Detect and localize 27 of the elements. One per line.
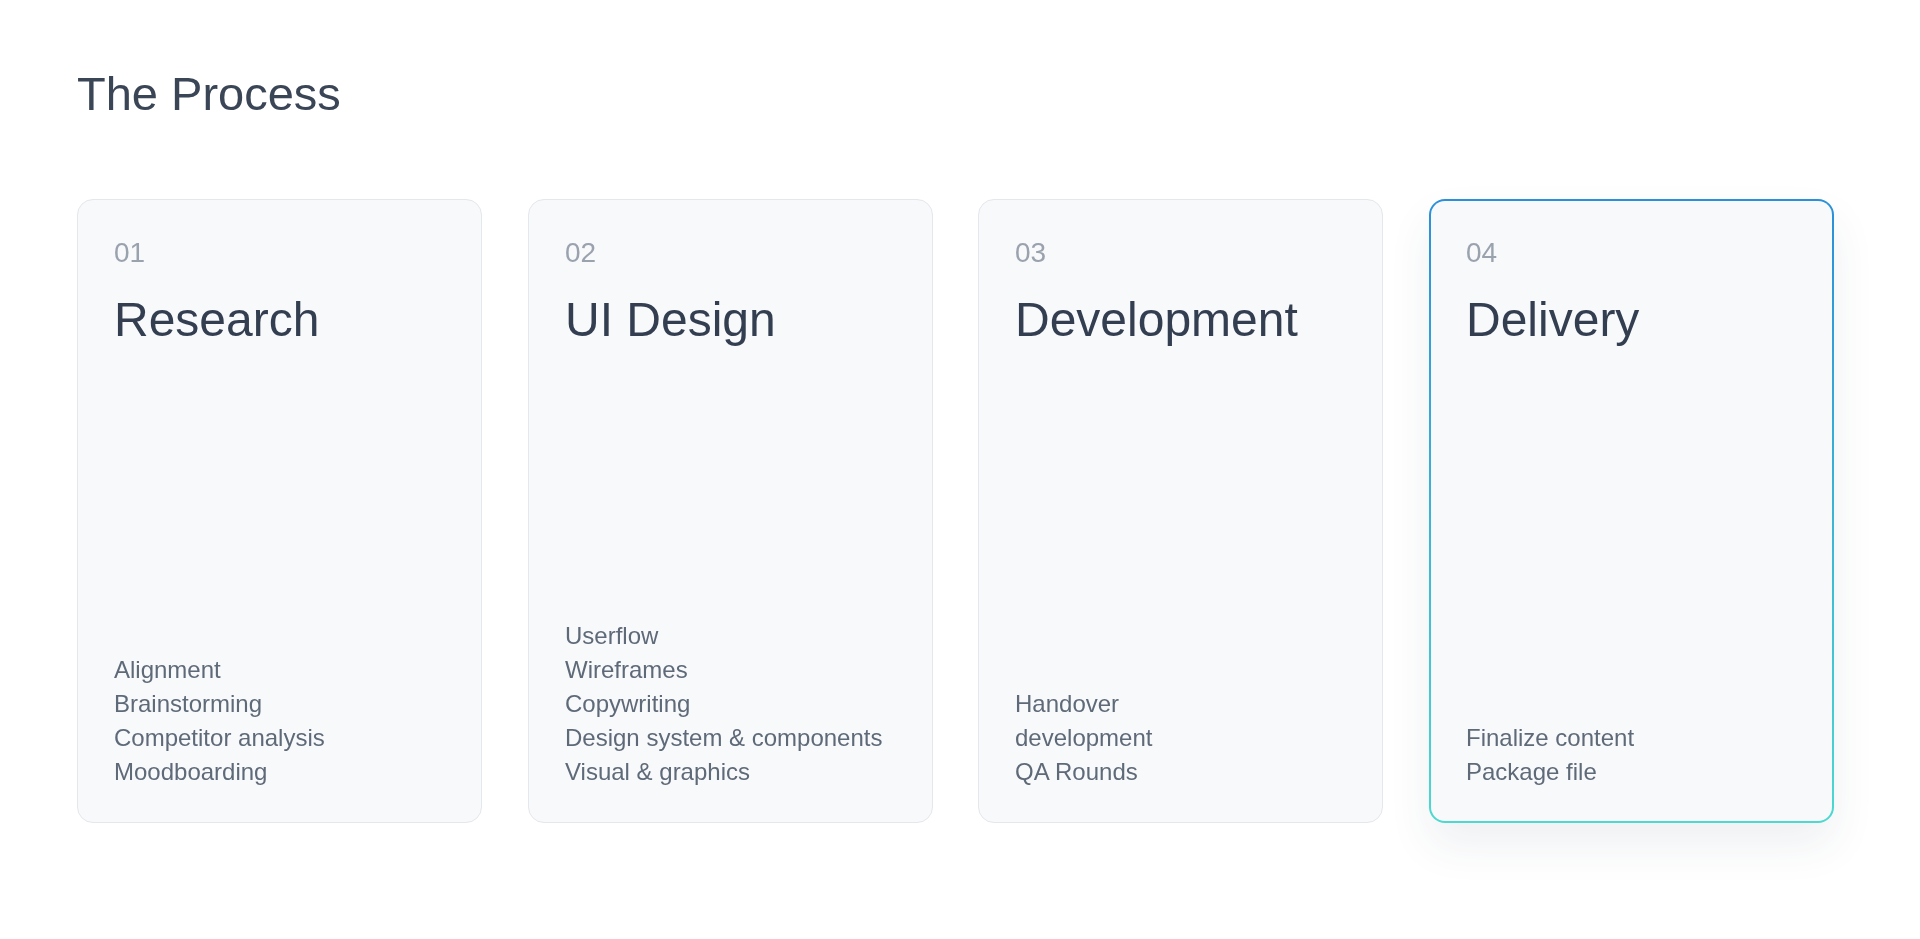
step-title: Delivery — [1466, 292, 1640, 348]
step-number: 04 — [1466, 236, 1498, 270]
highlighted-step-card — [1429, 199, 1834, 823]
step-title: UI Design — [565, 292, 776, 348]
task-item: Alignment — [114, 655, 221, 685]
step-card — [528, 199, 933, 823]
page-title: The Process — [77, 66, 341, 122]
step-card — [978, 199, 1383, 823]
step-title: Development — [1015, 292, 1298, 348]
task-item: Wireframes — [565, 655, 688, 685]
task-item: Brainstorming — [114, 689, 263, 719]
task-item: Package file — [1466, 757, 1597, 787]
step-number: 03 — [1015, 236, 1047, 270]
task-item: QA Rounds — [1015, 757, 1138, 787]
task-item: Finalize content — [1466, 723, 1635, 753]
task-item: Copywriting — [565, 689, 691, 719]
task-item: Design system & components — [565, 723, 883, 753]
step-number: 01 — [114, 236, 146, 270]
task-item: development — [1015, 723, 1153, 753]
task-item: Visual & graphics — [565, 757, 750, 787]
task-item: Handover — [1015, 689, 1120, 719]
step-card — [77, 199, 482, 823]
task-item: Competitor analysis — [114, 723, 325, 753]
task-item: Userflow — [565, 621, 659, 651]
step-number: 02 — [565, 236, 597, 270]
step-title: Research — [114, 292, 320, 348]
task-item: Moodboarding — [114, 757, 268, 787]
